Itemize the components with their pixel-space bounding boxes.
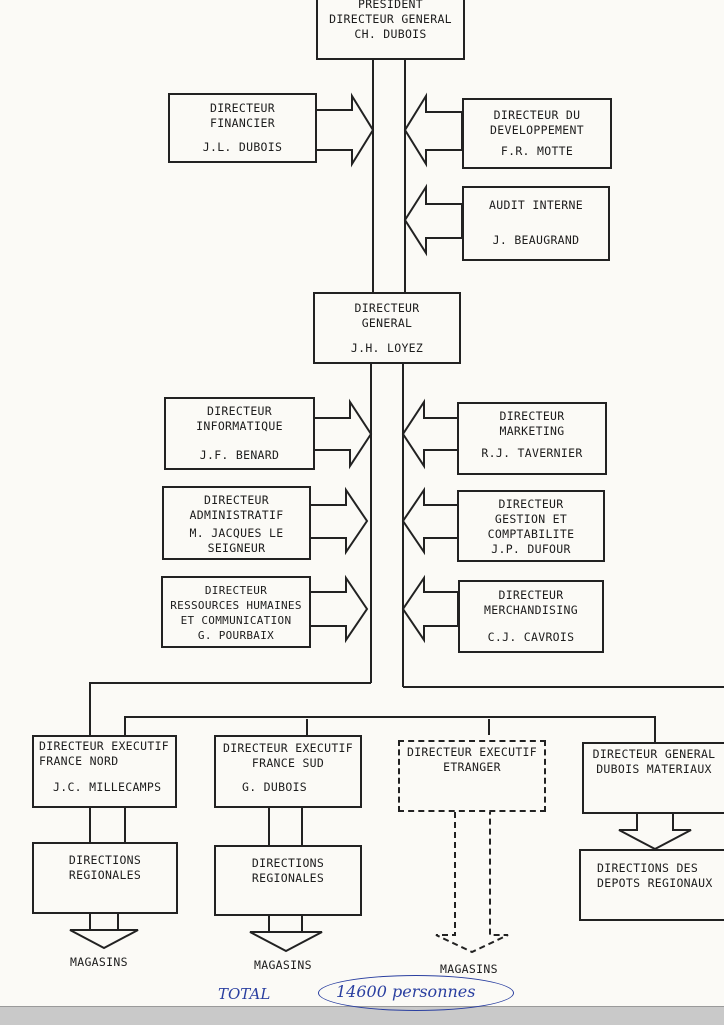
arrow-right-rh [309,574,369,644]
total-label: TOTAL [218,985,271,1003]
arrow-down-magasins-3-dashed [435,812,509,954]
box-title: DIRECTIONS REGIONALES [68,853,142,882]
president-box: PRESIDENT DIRECTEUR GENERAL CH. DUBOIS [316,0,465,60]
president-role: PRESIDENT [357,0,423,11]
box-name: J.F. BENARD [199,448,280,462]
audit-interne-box: AUDIT INTERNE J. BEAUGRAND [462,186,610,261]
box-name: F.R. MOTTE [500,144,574,158]
directeur-merchandising-box: DIRECTEUR MERCHANDISING C.J. CAVROIS [458,580,604,653]
arrow-left-audit [403,183,463,257]
box-title: DIRECTEUR RESSOURCES HUMAINES ET COMMUNI… [170,584,302,627]
arrow-down-magasins-1 [69,929,139,950]
box-title: DIRECTEUR EXECUTIF FRANCE NORD [39,739,170,768]
directeur-administratif-box: DIRECTEUR ADMINISTRATIF M. JACQUES LE SE… [162,486,311,560]
box-name: G. DUBOIS [242,780,308,794]
box-name: M. JACQUES LE SEIGNEUR [189,526,284,555]
directions-regionales-sud-box: DIRECTIONS REGIONALES [214,845,362,916]
directeur-marketing-box: DIRECTEUR MARKETING R.J. TAVERNIER [457,402,607,475]
arrow-down-depots [618,811,692,851]
box-name: J.H. LOYEZ [350,341,424,355]
arrow-left-merchandising [401,574,459,644]
arrow-down-magasins-2 [249,931,323,953]
arrow-right-financier [315,92,375,168]
directeur-developpement-box: DIRECTEUR DU DEVELOPPEMENT F.R. MOTTE [462,98,612,169]
box-name: G. POURBAIX [197,629,275,642]
box-title: DIRECTEUR EXECUTIF ETRANGER [406,745,538,774]
arrow-right-informatique [313,398,373,470]
magasins-label-3: MAGASINS [440,962,498,976]
box-title: DIRECTEUR MARKETING [499,409,565,438]
box-title: DIRECTEUR GESTION ET COMPTABILITE [487,497,575,541]
box-title: DIRECTIONS REGIONALES [251,856,325,885]
box-title: DIRECTEUR INFORMATIQUE [196,404,283,433]
box-name: J.L. DUBOIS [202,140,283,154]
arrow-left-developpement [403,92,463,168]
directeur-gestion-box: DIRECTEUR GESTION ET COMPTABILITE J.P. D… [457,490,605,562]
total-value: 14600 personnes [336,982,476,1001]
box-title: DIRECTEUR MERCHANDISING [484,588,578,617]
depots-regionaux-box: DIRECTIONS DES DEPOTS REGIONAUX [579,849,724,921]
box-name: J. BEAUGRAND [492,233,580,247]
president-name: CH. DUBOIS [354,27,427,41]
box-title: DIRECTEUR EXECUTIF FRANCE SUD [222,741,354,770]
box-title: DIRECTEUR GENERAL DUBOIS MATERIAUX [592,747,716,776]
box-title: DIRECTEUR FINANCIER [209,101,275,130]
scanner-edge [0,1006,724,1025]
box-title: DIRECTEUR GENERAL [354,301,420,330]
executif-etranger-box: DIRECTEUR EXECUTIF ETRANGER [398,740,546,812]
directeur-financier-box: DIRECTEUR FINANCIER J.L. DUBOIS [168,93,317,163]
arrow-left-gestion [401,486,459,556]
box-title: AUDIT INTERNE [489,198,583,212]
directeur-rh-box: DIRECTEUR RESSOURCES HUMAINES ET COMMUNI… [161,576,311,648]
box-title: DIRECTEUR DU DEVELOPPEMENT [490,108,584,137]
arrow-left-marketing [401,398,459,470]
executif-france-nord-box: DIRECTEUR EXECUTIF FRANCE NORD J.C. MILL… [32,735,177,808]
magasins-label-2: MAGASINS [254,958,312,972]
box-name: R.J. TAVERNIER [481,446,583,460]
box-title: DIRECTEUR ADMINISTRATIF [189,493,284,522]
directeur-informatique-box: DIRECTEUR INFORMATIQUE J.F. BENARD [164,397,315,470]
president-title: DIRECTEUR GENERAL [329,12,452,26]
box-name: J.P. DUFOUR [491,542,571,556]
total-oval [318,975,514,1011]
directions-regionales-nord-box: DIRECTIONS REGIONALES [32,842,178,914]
executif-france-sud-box: DIRECTEUR EXECUTIF FRANCE SUD G. DUBOIS [214,735,362,808]
dubois-materiaux-box: DIRECTEUR GENERAL DUBOIS MATERIAUX [582,742,724,814]
box-name: C.J. CAVROIS [487,630,575,644]
directeur-general-box: DIRECTEUR GENERAL J.H. LOYEZ [313,292,461,364]
arrow-right-administratif [309,486,369,556]
box-name: J.C. MILLECAMPS [53,780,162,794]
magasins-label-1: MAGASINS [70,955,128,969]
box-title: DIRECTIONS DES DEPOTS REGIONAUX [597,861,713,890]
